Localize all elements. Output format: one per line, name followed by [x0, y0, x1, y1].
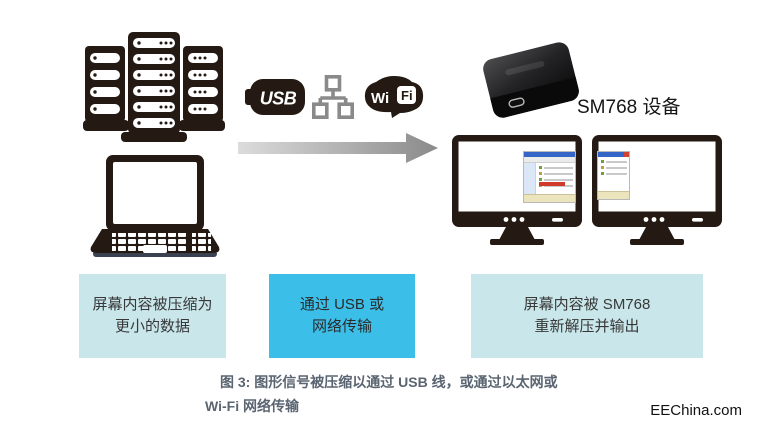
- window-selection-bar: [539, 182, 565, 186]
- figure-caption: 图 3: 图形信号被压缩以通过 USB 线，或通过以太网或 Wi-Fi 网络传输: [205, 370, 558, 418]
- window-toolbar: [524, 157, 575, 163]
- window-titlebar: [524, 152, 575, 157]
- window-body: [598, 157, 629, 191]
- sm768-device-photo: [483, 42, 579, 118]
- step-box-compress-line1: 屏幕内容被压缩为: [92, 296, 213, 313]
- explorer-window-left-fragment: [524, 152, 575, 202]
- step-box-decompress: 屏幕内容被 SM768 重新解压并输出: [471, 274, 703, 358]
- wifi-logo-wi-text: Wi: [371, 90, 389, 107]
- window-statusbar: [598, 191, 629, 199]
- wifi-logo-fi-text: Fi: [401, 88, 413, 103]
- step-box-decompress-line2: 重新解压并输出: [534, 318, 640, 335]
- step-box-transport-line2: 网络传输: [311, 318, 372, 335]
- flow-arrow: [238, 133, 438, 163]
- watermark: EEChina.com: [650, 402, 742, 419]
- window-statusbar: [524, 194, 575, 202]
- wifi-logo-icon: Wi Fi: [364, 76, 424, 118]
- laptop-icon: [90, 155, 220, 257]
- usb-logo-icon: USB: [245, 79, 305, 115]
- explorer-window-right-fragment: [598, 152, 629, 199]
- window-body: [524, 163, 575, 194]
- ethernet-icon: [312, 75, 354, 119]
- step-box-transport: 通过 USB 或 网络传输: [269, 274, 415, 358]
- usb-logo-text: USB: [260, 89, 297, 109]
- sm768-device-label: SM768 设备: [577, 97, 681, 118]
- figure-caption-line1: 图 3: 图形信号被压缩以通过 USB 线，或通过以太网或: [220, 374, 558, 390]
- figure-caption-line2: Wi-Fi 网络传输: [205, 398, 299, 414]
- window-file-list: [598, 157, 629, 191]
- step-box-compress: 屏幕内容被压缩为 更小的数据: [79, 274, 226, 358]
- window-file-list: [536, 163, 575, 194]
- step-box-compress-line2: 更小的数据: [114, 318, 190, 335]
- window-sidebar: [524, 163, 536, 194]
- window-titlebar: [598, 152, 629, 157]
- window-close-icon: [624, 152, 629, 157]
- server-rack-icon: [83, 32, 225, 142]
- step-box-decompress-line1: 屏幕内容被 SM768: [523, 296, 651, 313]
- step-box-transport-line1: 通过 USB 或: [299, 296, 385, 313]
